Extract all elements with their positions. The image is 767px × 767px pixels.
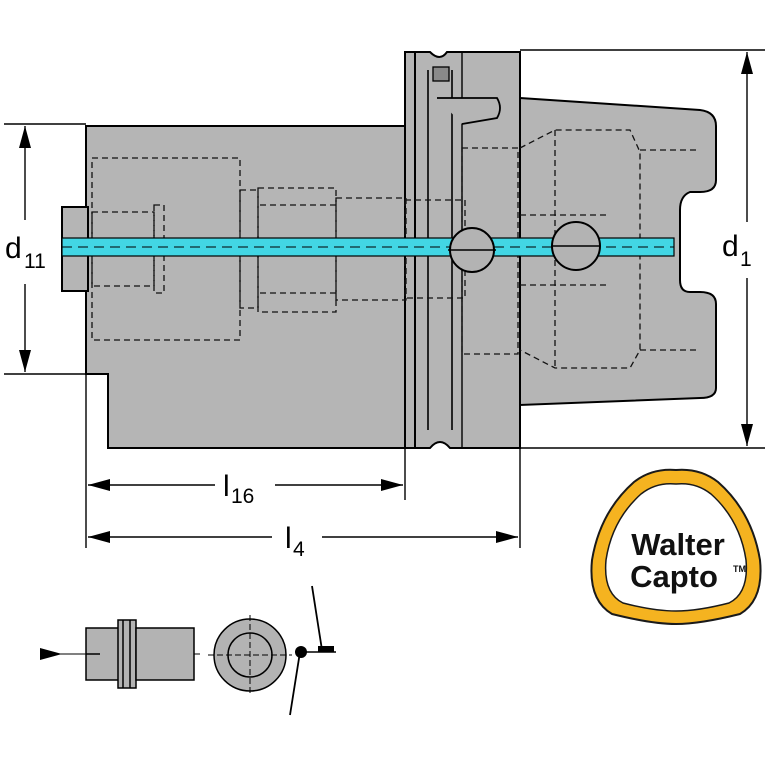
cross-holes bbox=[448, 221, 601, 273]
dimension-l4 bbox=[88, 448, 521, 548]
end-view-symbol bbox=[208, 615, 292, 695]
label-l4: l bbox=[285, 522, 292, 555]
logo-text-walter: Walter bbox=[631, 527, 725, 562]
label-d11: d bbox=[5, 232, 22, 265]
assembly-symbol bbox=[40, 619, 200, 689]
rotation-symbol bbox=[289, 585, 336, 716]
coolant-channel bbox=[61, 237, 675, 257]
direction-arrow-icon bbox=[40, 648, 62, 660]
label-l4-sub: 4 bbox=[293, 538, 305, 561]
label-l16: l bbox=[223, 470, 230, 503]
label-d1: d bbox=[722, 230, 739, 263]
walter-capto-logo: Walter Capto TM bbox=[590, 468, 762, 626]
dimension-d1 bbox=[520, 49, 765, 449]
logo-trademark: TM bbox=[733, 564, 746, 574]
shank-body bbox=[61, 125, 406, 449]
dimension-d11 bbox=[4, 123, 86, 375]
dimension-l16 bbox=[85, 374, 406, 548]
logo-text-capto: Capto bbox=[630, 559, 718, 594]
label-d11-sub: 11 bbox=[24, 250, 46, 273]
label-l16-sub: 16 bbox=[231, 485, 254, 508]
label-d1-sub: 1 bbox=[740, 248, 752, 271]
